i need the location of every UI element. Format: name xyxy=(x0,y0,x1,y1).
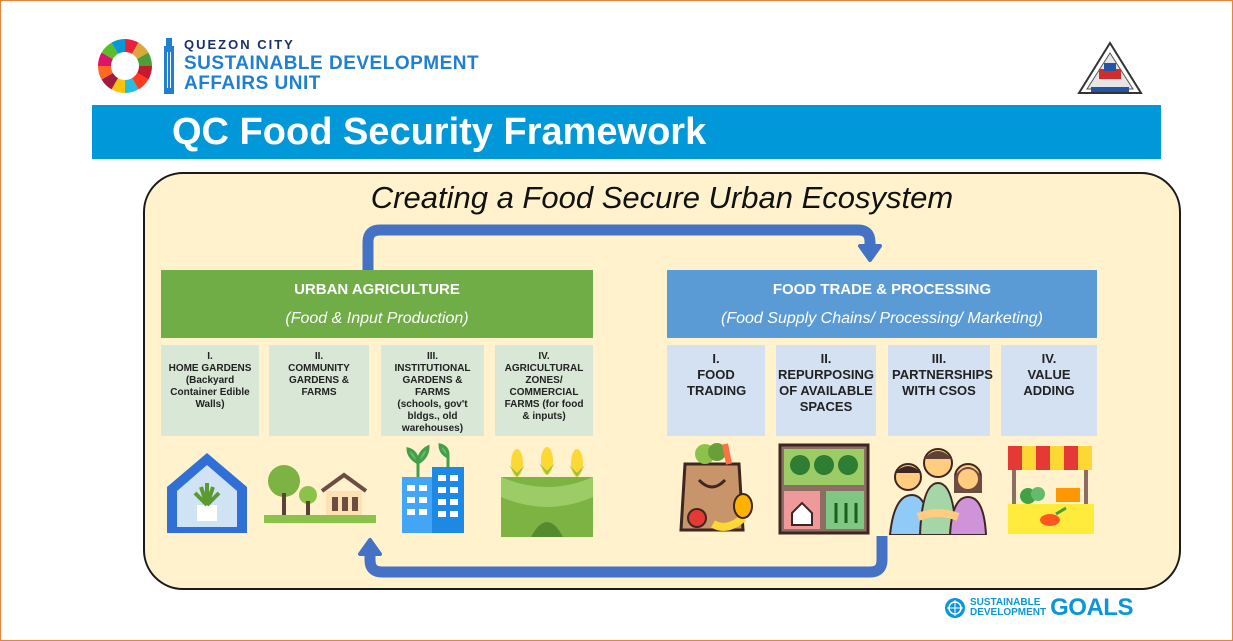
grocery-bag-icon xyxy=(679,443,753,532)
sdg-footer-bottom: DEVELOPMENT xyxy=(970,607,1047,618)
food-trade-subheading: (Food Supply Chains/ Processing/ Marketi… xyxy=(721,309,1043,327)
tower-icon xyxy=(164,38,174,94)
card-number: IV. xyxy=(1041,351,1057,366)
card-detail: (schools, gov't bldgs., old warehouses) xyxy=(397,399,468,434)
repurposed-spaces-icon xyxy=(778,443,870,535)
greenhouse-icon xyxy=(167,453,247,533)
urban-agriculture-header: URBAN AGRICULTURE (Food & Input Producti… xyxy=(161,270,593,338)
card-label: COMMUNITY GARDENS & FARMS xyxy=(288,363,350,398)
agri-card-community-gardens: II. COMMUNITY GARDENS & FARMS xyxy=(269,345,369,436)
partnership-people-icon xyxy=(888,448,988,535)
flow-arrow-top xyxy=(362,224,882,274)
sdg-goals-word: GOALS xyxy=(1050,594,1133,621)
card-label: VALUE ADDING xyxy=(1023,367,1075,398)
title-bar: QC Food Security Framework xyxy=(92,105,1161,159)
value-adding-market-stall-icon xyxy=(1008,446,1094,534)
urban-agriculture-heading: URBAN AGRICULTURE xyxy=(294,280,460,298)
card-detail: (Backyard Container Edible Walls) xyxy=(170,375,250,410)
agri-card-home-gardens: I. HOME GARDENS (Backyard Container Edib… xyxy=(161,345,259,436)
card-number: II. xyxy=(820,351,832,366)
card-number: I. xyxy=(712,351,720,366)
institutional-building-icon xyxy=(402,443,464,533)
page-title: QC Food Security Framework xyxy=(172,111,707,153)
sdg-wheel-logo xyxy=(97,38,153,94)
card-label: REPURPOSING OF AVAILABLE SPACES xyxy=(777,367,875,414)
card-label: PARTNERSHIPS WITH CSOS xyxy=(892,367,993,398)
card-label: AGRICULTURAL ZONES/ COMMERCIAL FARMS (fo… xyxy=(504,363,584,422)
card-number: III. xyxy=(426,351,439,362)
sdg-footer-logo: SUSTAINABLE DEVELOPMENT GOALS xyxy=(944,594,1133,622)
trade-card-food-trading: I. FOOD TRADING xyxy=(667,345,765,436)
card-number: I. xyxy=(207,351,213,362)
unit-name-line1: SUSTAINABLE DEVELOPMENT xyxy=(184,53,480,74)
flow-arrow-bottom xyxy=(358,536,888,578)
trade-card-repurposing: II. REPURPOSING OF AVAILABLE SPACES xyxy=(776,345,876,436)
community-garden-icon xyxy=(264,465,376,523)
card-label: FOOD TRADING xyxy=(687,367,747,398)
trade-card-partnerships: III. PARTNERSHIPS WITH CSOS xyxy=(888,345,993,436)
un-emblem-icon xyxy=(945,598,965,618)
agri-card-agricultural-zones: IV. AGRICULTURAL ZONES/ COMMERCIAL FARMS… xyxy=(495,345,593,436)
card-number: II. xyxy=(314,351,324,362)
food-trade-header: FOOD TRADE & PROCESSING (Food Supply Cha… xyxy=(667,270,1097,338)
quezon-city-seal xyxy=(1077,41,1143,94)
card-number: III. xyxy=(931,351,947,366)
card-label: HOME GARDENS xyxy=(168,363,252,374)
city-name: QUEZON CITY xyxy=(184,37,295,52)
agricultural-field-icon xyxy=(501,447,593,537)
food-trade-heading: FOOD TRADE & PROCESSING xyxy=(772,280,992,298)
card-number: IV. xyxy=(538,351,550,362)
sdg-footer-top: SUSTAINABLE xyxy=(970,597,1041,608)
ecosystem-title: Creating a Food Secure Urban Ecosystem xyxy=(370,180,954,215)
urban-agriculture-subheading: (Food & Input Production) xyxy=(285,309,469,327)
agri-card-institutional-gardens: III. INSTITUTIONAL GARDENS & FARMS (scho… xyxy=(381,345,484,436)
card-label: INSTITUTIONAL GARDENS & FARMS xyxy=(394,363,471,398)
unit-name-line2: AFFAIRS UNIT xyxy=(184,73,321,94)
trade-card-value-adding: IV. VALUE ADDING xyxy=(1001,345,1097,436)
